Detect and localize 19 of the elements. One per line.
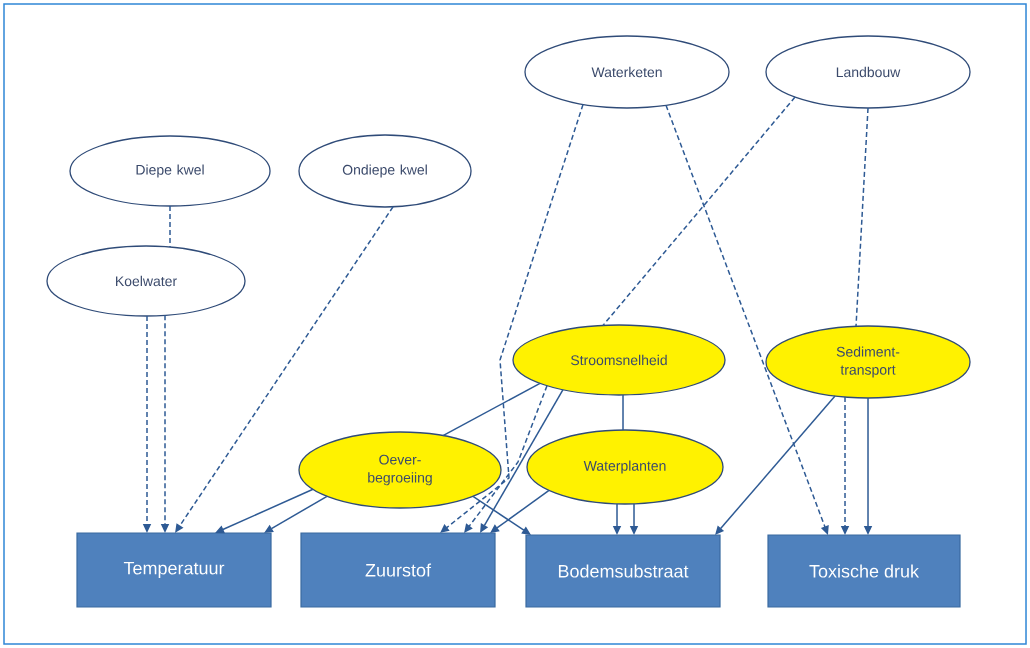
process-box: Bodemsubstraat [525, 534, 721, 608]
connector-line [602, 96, 796, 327]
arrow [472, 495, 531, 535]
arrow [264, 495, 328, 533]
arrow [490, 489, 550, 533]
process-box: Zuurstof [300, 532, 496, 608]
arrow [715, 395, 836, 535]
process-box: Toxische druk [767, 534, 961, 608]
arrow [215, 488, 314, 534]
connector-line [169, 205, 171, 248]
connector-line [442, 382, 541, 437]
process-box: Temperatuur [76, 532, 272, 608]
arrow [175, 206, 394, 533]
connector-line [855, 107, 869, 328]
arrow [665, 104, 829, 535]
connector-line [622, 394, 624, 431]
arrow [440, 103, 584, 533]
arrow [464, 384, 548, 533]
arrow [480, 388, 564, 533]
